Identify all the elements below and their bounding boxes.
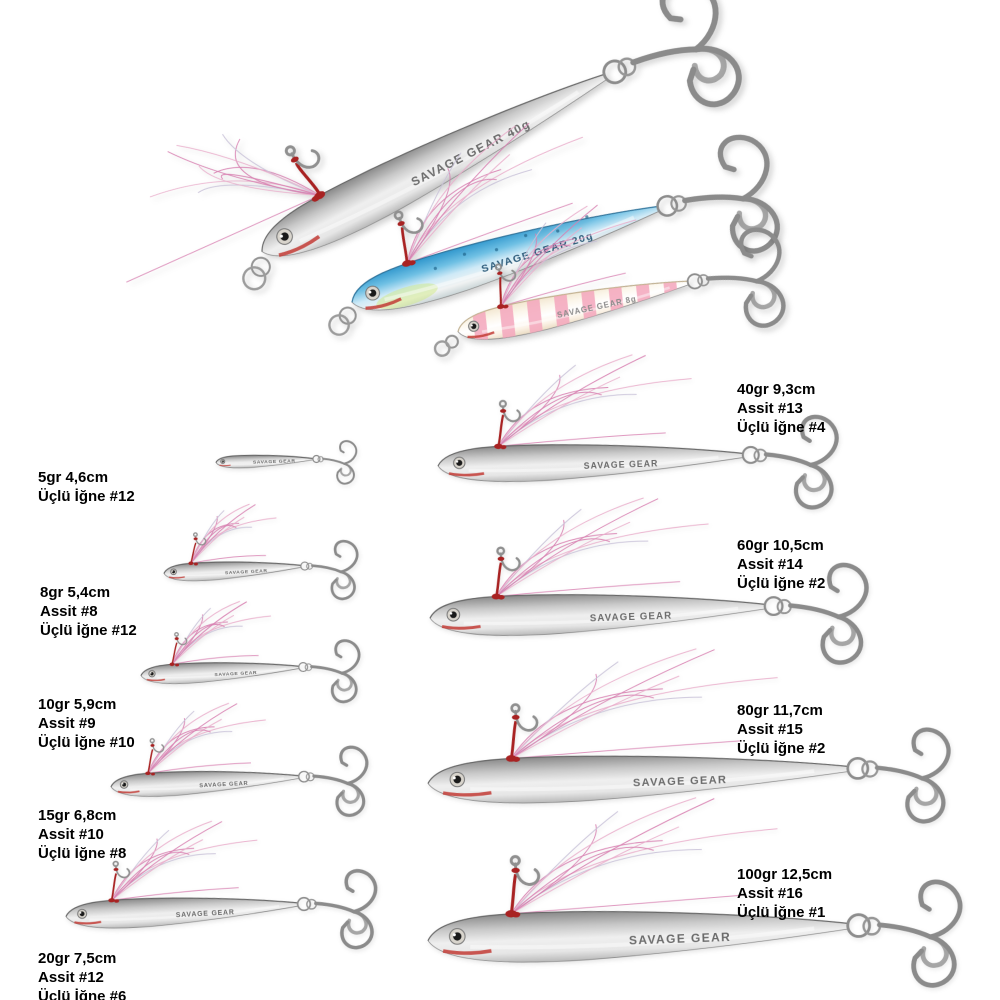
lure-5gr: SAVAGE GEAR [215, 439, 358, 485]
lure-brand-text: SAVAGE GEAR [176, 908, 235, 918]
lure-60gr: SAVAGE GEAR [429, 497, 869, 665]
treble-hook [630, 0, 742, 108]
spec-line: Üçlü İğne #6 [38, 988, 127, 1000]
treble-hook [311, 539, 359, 600]
spec-5gr: 5gr 4,6cm Üçlü İğne #12 [38, 468, 135, 506]
lure-8gr: SAVAGE GEAR [163, 503, 359, 600]
spec-line: Üçlü İğne #8 [38, 845, 127, 862]
gill-mark [442, 790, 492, 797]
spec-line: 5gr 4,6cm [38, 469, 109, 486]
spec-line: Assit #9 [38, 715, 96, 732]
gill-mark [441, 624, 481, 630]
lure-top-blue-20g: SAVAGE GEAR 20g [328, 122, 780, 336]
spec-line: Assit #15 [737, 721, 803, 738]
gill-mark [278, 235, 321, 258]
gill-mark [74, 920, 102, 924]
spec-20gr: 20gr 7,5cm Assit #12 Üçlü İğne #6 [38, 949, 126, 1000]
assist-cord [110, 872, 118, 901]
gill-mark [442, 949, 492, 956]
split-ring [312, 454, 321, 463]
gill-mark [117, 790, 140, 794]
spec-line: 10gr 5,9cm [38, 696, 117, 713]
lure-20gr: SAVAGE GEAR [65, 820, 378, 949]
spec-line: Üçlü İğne #12 [40, 622, 137, 639]
gill-mark [168, 575, 185, 579]
spec-line: Üçlü İğne #2 [737, 575, 826, 592]
lure-body [65, 897, 299, 928]
spec-line: 15gr 6,8cm [38, 807, 117, 824]
split-ring [741, 446, 760, 465]
lure-brand-text: SAVAGE GEAR [199, 781, 249, 790]
spec-line: Assit #10 [38, 826, 104, 843]
split-ring [300, 561, 310, 571]
lure-40gr: SAVAGE GEAR [437, 354, 839, 510]
spec-line: 100gr 12,5cm [737, 866, 833, 883]
gill-mark [467, 331, 495, 339]
treble-hook [876, 879, 963, 989]
spec-15gr: 15gr 6,8cm Assit #10 Üçlü İğne #8 [38, 806, 126, 863]
split-ring [656, 194, 679, 217]
spec-line: Assit #14 [737, 556, 803, 573]
spec-8gr: 8gr 5,4cm Assit #8 Üçlü İğne #12 [40, 583, 137, 640]
lure-10gr: SAVAGE GEAR [140, 601, 361, 704]
spec-line: Assit #16 [737, 885, 803, 902]
treble-hook [705, 227, 786, 329]
spec-line: 60gr 10,5cm [737, 537, 824, 554]
spec-line: 8gr 5,4cm [40, 584, 111, 601]
spec-line: Assit #13 [737, 400, 803, 417]
spec-line: Üçlü İğne #4 [737, 419, 826, 436]
split-ring [298, 770, 310, 783]
split-ring [298, 662, 309, 673]
treble-hook [874, 727, 951, 824]
lure-brand-text: SAVAGE GEAR [633, 774, 728, 789]
split-ring [846, 756, 870, 780]
lure-15gr: SAVAGE GEAR [110, 703, 369, 818]
lure-brand-text: SAVAGE GEAR [225, 568, 268, 576]
treble-hook [763, 414, 839, 510]
assist-hook [393, 210, 424, 234]
lure-brand-text: SAVAGE GEAR [253, 458, 296, 465]
lure-brand-text: SAVAGE GEAR [590, 610, 673, 624]
treble-hook [310, 639, 361, 704]
spec-80gr: 80gr 11,7cm Assit #15 Üçlü İğne #2 [737, 701, 825, 758]
lure-100gr: SAVAGE GEAR [427, 797, 963, 989]
spec-line: Üçlü İğne #10 [38, 734, 135, 751]
split-ring [602, 59, 628, 85]
spec-line: 20gr 7,5cm [38, 950, 117, 967]
spec-line: 80gr 11,7cm [737, 702, 823, 719]
treble-hook [314, 868, 378, 949]
lure-brand-text: SAVAGE GEAR [584, 458, 659, 471]
spec-100gr: 100gr 12,5cm Assit #16 Üçlü İğne #1 [737, 865, 832, 922]
spec-line: 40gr 9,3cm [737, 381, 816, 398]
spec-line: Üçlü İğne #1 [737, 904, 826, 921]
spec-line: Assit #8 [40, 603, 98, 620]
treble-hook [788, 562, 869, 665]
assist-cord [190, 542, 197, 564]
lure-brand-text: SAVAGE GEAR [629, 930, 732, 948]
spec-40gr: 40gr 9,3cm Assit #13 Üçlü İğne #4 [737, 380, 825, 437]
split-ring [296, 896, 312, 911]
treble-hook [682, 134, 780, 254]
split-ring [763, 596, 784, 616]
spec-60gr: 60gr 10,5cm Assit #14 Üçlü İğne #2 [737, 536, 825, 593]
gill-mark [448, 472, 485, 477]
spec-10gr: 10gr 5,9cm Assit #9 Üçlü İğne #10 [38, 695, 135, 752]
lure-brand-text: SAVAGE GEAR [214, 670, 257, 678]
spec-line: Assit #12 [38, 969, 104, 986]
gill-mark [146, 679, 166, 682]
treble-hook [312, 745, 369, 818]
assist-hook [284, 145, 321, 170]
split-ring [846, 913, 871, 939]
spec-line: Üçlü İğne #2 [737, 740, 826, 757]
spec-line: Üçlü İğne #12 [38, 488, 135, 505]
lure-80gr: SAVAGE GEAR [427, 647, 951, 824]
split-ring [686, 273, 703, 290]
gill-mark [365, 297, 402, 310]
lure-top-pink-8g: SAVAGE GEAR 8g [433, 204, 786, 358]
treble-hook [322, 439, 358, 485]
